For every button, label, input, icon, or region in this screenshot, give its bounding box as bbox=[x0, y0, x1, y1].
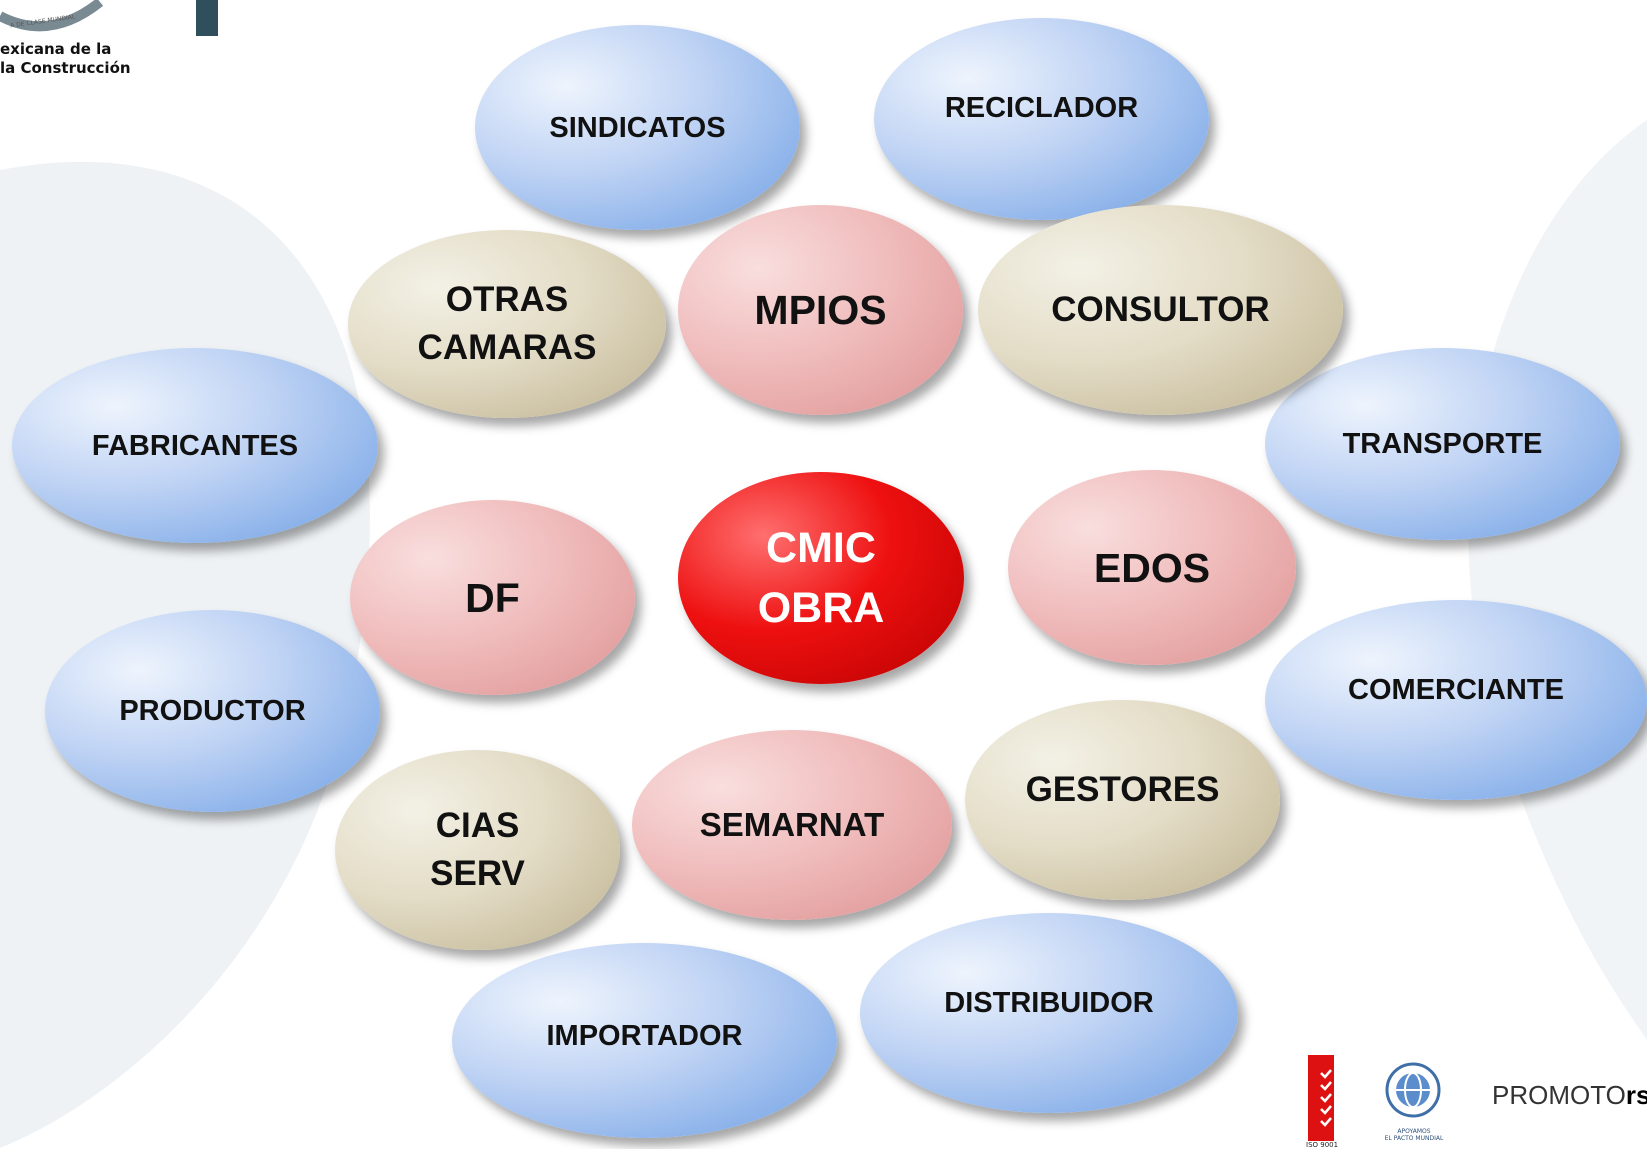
node-label: DF bbox=[465, 574, 520, 621]
node-label: GESTORES bbox=[1025, 770, 1220, 809]
node-label: RECICLADOR bbox=[944, 92, 1139, 124]
node-label: SEMARNAT bbox=[699, 806, 885, 843]
logo-emblem-icon bbox=[0, 0, 104, 32]
node-label: COMERCIANTE bbox=[1348, 674, 1564, 706]
node-importador: IMPORTADOR bbox=[452, 943, 837, 1138]
global-compact-line-2: EL PACTO MUNDIAL bbox=[1384, 1135, 1444, 1142]
logo-bar bbox=[196, 0, 218, 36]
node-label: PRODUCTOR bbox=[119, 695, 306, 727]
node-consultor: CONSULTOR bbox=[978, 205, 1343, 415]
node-edos: EDOS bbox=[1008, 470, 1296, 665]
node-otras-camaras: OTRAS CAMARAS bbox=[348, 230, 666, 418]
node-label: SINDICATOS bbox=[549, 111, 726, 144]
iso-badge bbox=[1308, 1055, 1334, 1141]
node-productor: PRODUCTOR bbox=[45, 610, 380, 812]
node-label: CONSULTOR bbox=[1051, 290, 1270, 329]
node-cmic-obra: CMIC OBRA bbox=[678, 472, 964, 684]
node-label: TRANSPORTE bbox=[1342, 428, 1543, 460]
promotor-bold: rse bbox=[1625, 1080, 1647, 1110]
node-df: DF bbox=[350, 500, 635, 695]
node-cias-serv: CIAS SERV bbox=[335, 750, 620, 950]
global-compact-text: APOYAMOS EL PACTO MUNDIAL bbox=[1364, 1128, 1464, 1142]
node-distribuidor: DISTRIBUIDOR bbox=[860, 913, 1238, 1113]
node-label: DISTRIBUIDOR bbox=[944, 987, 1154, 1019]
node-transporte: TRANSPORTE bbox=[1265, 348, 1620, 540]
iso-check-icon bbox=[1320, 1069, 1332, 1127]
logo-text: exicana de la la Construcción bbox=[0, 40, 170, 78]
promotor-rse-logo: PROMOTOrse bbox=[1492, 1080, 1647, 1111]
node-label: IMPORTADOR bbox=[546, 1019, 743, 1052]
node-gestores: GESTORES bbox=[965, 700, 1280, 900]
iso-label: ISO 9001 bbox=[1306, 1141, 1339, 1149]
node-label: MPIOS bbox=[754, 287, 887, 333]
node-mpios: MPIOS bbox=[678, 205, 963, 415]
node-sindicatos: SINDICATOS bbox=[475, 25, 800, 230]
node-label: EDOS bbox=[1093, 544, 1211, 591]
node-label: CIAS SERV bbox=[430, 806, 525, 893]
promotor-prefix: PROMOTO bbox=[1492, 1080, 1626, 1110]
global-compact-line-1: APOYAMOS bbox=[1397, 1128, 1431, 1135]
cmic-logo: A DE CLASE MUNDIAL exicana de la la Cons… bbox=[0, 0, 220, 100]
node-reciclador: RECICLADOR bbox=[874, 18, 1209, 220]
center-label: CMIC OBRA bbox=[757, 524, 885, 632]
node-comerciante: COMERCIANTE bbox=[1265, 600, 1647, 800]
node-label: FABRICANTES bbox=[91, 429, 299, 462]
logo-line-1: exicana de la bbox=[0, 40, 112, 58]
node-fabricantes: FABRICANTES bbox=[12, 348, 378, 543]
certification-badges: ISO 9001 APOYAMOS EL PACTO MUNDIAL PROMO… bbox=[1300, 1050, 1647, 1149]
node-label: OTRAS CAMARAS bbox=[417, 280, 597, 367]
logo-line-2: la Construcción bbox=[0, 59, 131, 77]
node-semarnat: SEMARNAT bbox=[632, 730, 952, 920]
global-compact-icon bbox=[1385, 1062, 1441, 1118]
